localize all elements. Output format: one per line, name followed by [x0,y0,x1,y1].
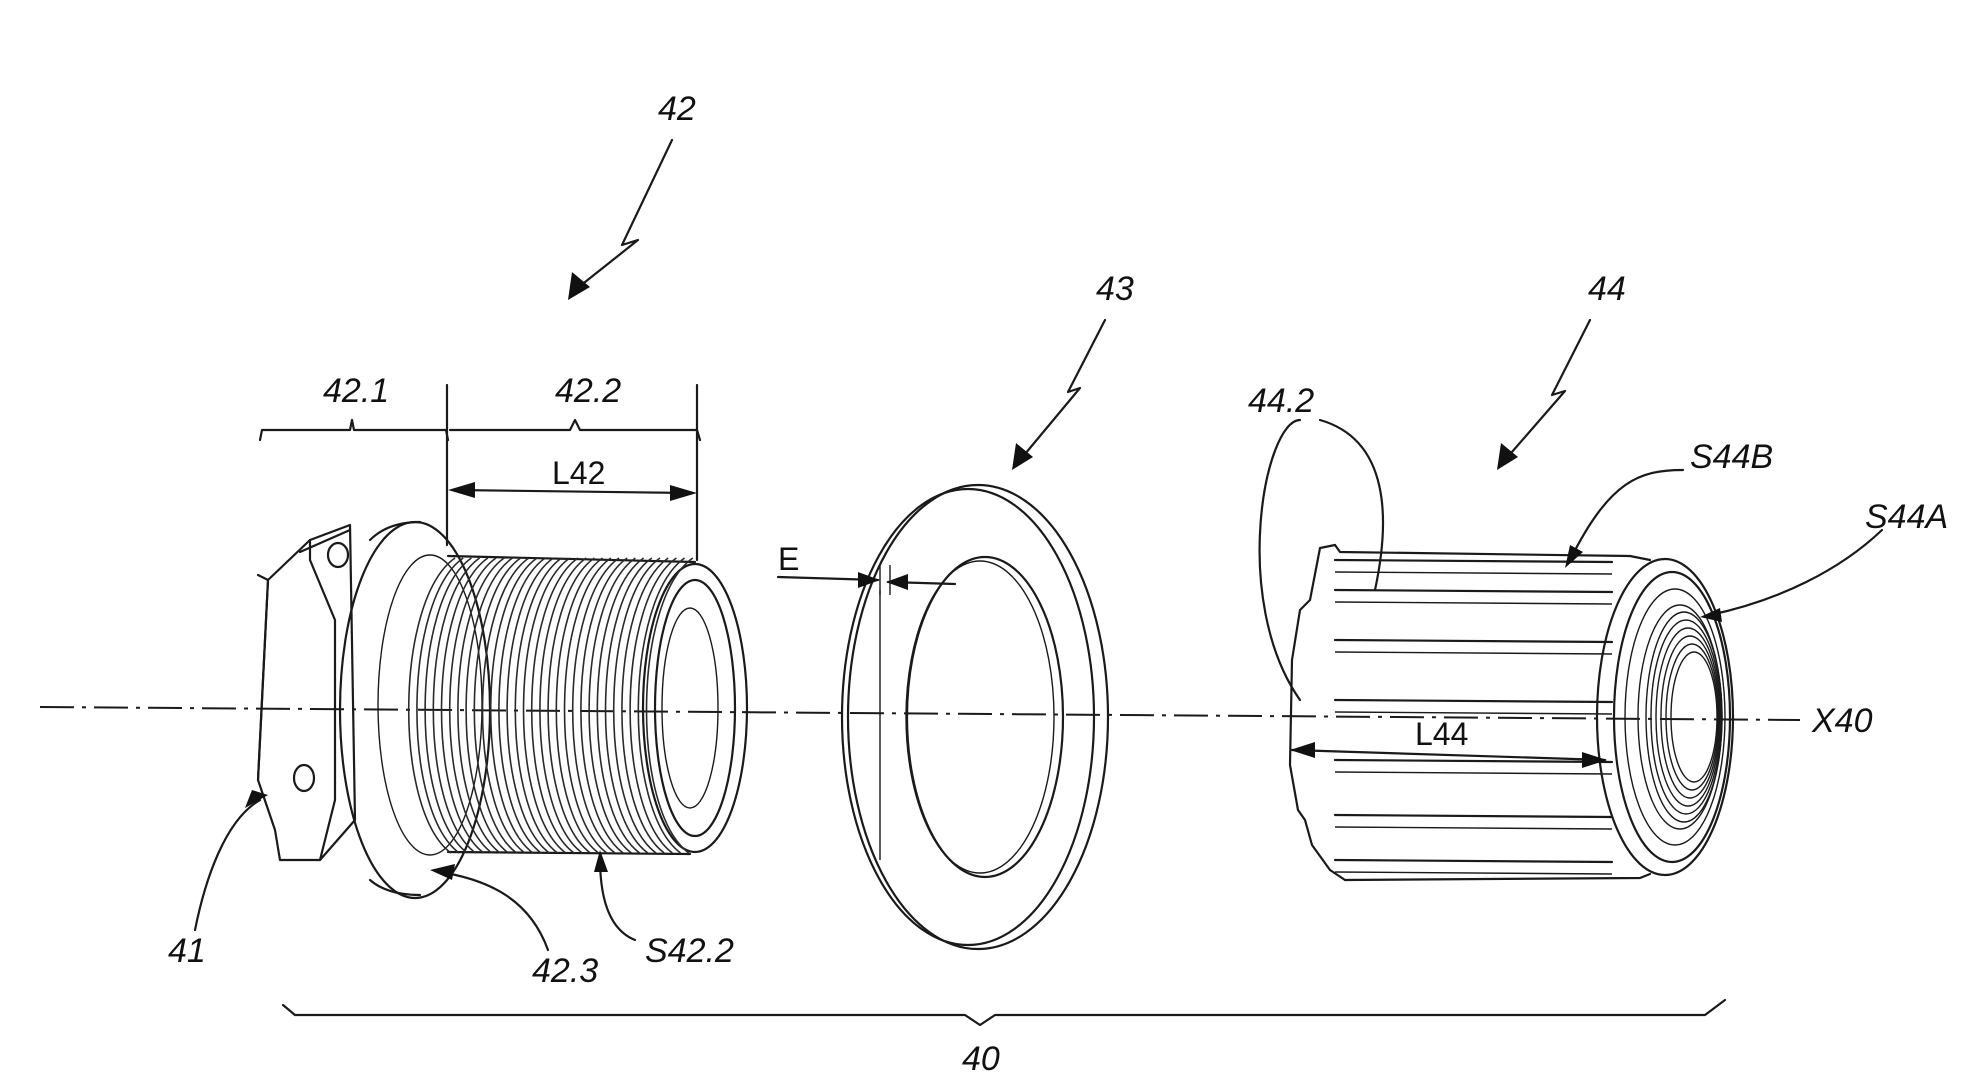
washer-part [842,485,1108,949]
label-43: 43 [1096,270,1134,308]
label-44-2: 44.2 [1248,382,1314,420]
e-dimension [778,565,955,595]
label-42-1: 42.1 [323,372,389,410]
label-42-3: 42.3 [532,952,598,990]
label-e: E [778,541,799,577]
label-41: 41 [168,932,206,970]
splined-body-part [1290,545,1733,880]
label-s44b: S44B [1690,438,1773,476]
label-42-2: 42.2 [555,372,621,410]
label-40: 40 [962,1040,1000,1078]
label-l44: L44 [1415,716,1468,752]
label-s44a: S44A [1865,498,1948,536]
thread-helix [409,558,693,853]
inner-thread-helix [1646,612,1722,822]
label-44: 44 [1588,270,1626,308]
label-l42: L42 [552,455,605,491]
label-42: 42 [658,90,696,128]
assembly-brace [283,1000,1725,1025]
label-x40: X40 [1811,702,1873,740]
lead-arrows [568,140,1590,470]
label-s42-2: S42.2 [645,932,734,970]
